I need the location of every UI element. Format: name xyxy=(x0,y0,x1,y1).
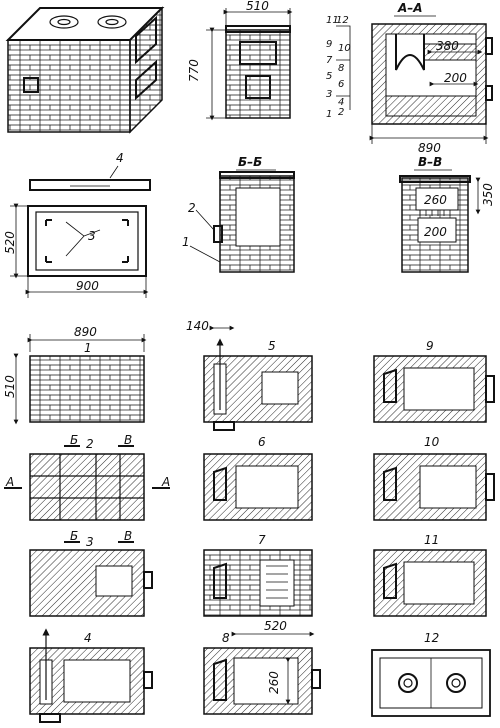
course-8-label: 8 xyxy=(222,631,230,645)
svg-text:3: 3 xyxy=(326,89,332,100)
svg-text:Б: Б xyxy=(70,529,78,543)
svg-text:4: 4 xyxy=(338,97,344,108)
course-12-label: 12 xyxy=(424,631,439,645)
callout-3: 3 xyxy=(88,229,96,243)
dim-380: 380 xyxy=(436,39,459,53)
svg-text:10: 10 xyxy=(338,43,351,54)
callout-4: 4 xyxy=(116,151,124,165)
svg-text:В: В xyxy=(124,433,132,447)
dim-520-r8: 520 xyxy=(264,619,287,633)
svg-text:9: 9 xyxy=(326,39,332,50)
dim-900: 900 xyxy=(76,279,99,293)
course-6: 6 xyxy=(203,435,313,521)
svg-text:6: 6 xyxy=(338,79,344,90)
dim-510-top: 510 xyxy=(246,0,269,13)
svg-text:А: А xyxy=(161,475,170,489)
course-6-label: 6 xyxy=(258,435,266,449)
section-bb-title: Б–Б xyxy=(238,155,262,169)
course-3-label: 3 xyxy=(86,535,94,549)
section-v-v: В–В 260 200 350 xyxy=(399,155,495,273)
dim-890-aa: 890 xyxy=(418,141,441,155)
dim-260-r8: 260 xyxy=(267,671,281,694)
svg-text:7: 7 xyxy=(326,55,333,66)
isometric-view xyxy=(5,6,165,134)
course-3: 3 Б В xyxy=(29,529,153,617)
dim-200-aa: 200 xyxy=(444,71,467,85)
svg-text:5: 5 xyxy=(326,71,332,82)
svg-text:В: В xyxy=(124,529,132,543)
dim-350: 350 xyxy=(481,183,495,206)
svg-text:2: 2 xyxy=(338,107,344,118)
course-5-label: 5 xyxy=(268,339,276,353)
course-11: 11 xyxy=(373,533,487,617)
course-4: 4 xyxy=(29,628,153,723)
top-plan: 4 3 520 900 xyxy=(3,151,151,298)
svg-text:11: 11 xyxy=(326,15,339,26)
callout-2: 2 xyxy=(188,201,196,215)
svg-text:12: 12 xyxy=(336,15,349,26)
dim-200-vv: 200 xyxy=(424,225,447,239)
section-b-b: Б–Б 2 1 xyxy=(182,155,295,273)
course-9-label: 9 xyxy=(426,339,434,353)
course-9: 9 xyxy=(373,339,495,423)
section-aa-title: А–А xyxy=(397,1,423,15)
dim-770: 770 xyxy=(187,59,201,82)
dim-260-vv: 260 xyxy=(424,193,447,207)
front-elevation: 510 770 xyxy=(187,0,293,121)
callout-1: 1 xyxy=(182,235,190,249)
course-1-label: 1 xyxy=(84,341,92,355)
dim-890-rows: 890 xyxy=(74,325,97,339)
row-scale: 11 12 9 10 7 8 5 6 3 4 1 2 xyxy=(326,15,351,120)
course-4-label: 4 xyxy=(84,631,92,645)
svg-text:А: А xyxy=(5,475,14,489)
dim-140: 140 xyxy=(186,319,209,333)
course-7: 7 xyxy=(203,533,313,617)
course-11-label: 11 xyxy=(424,533,439,547)
section-a-a: А–А 380 200 890 xyxy=(369,1,493,155)
course-10-label: 10 xyxy=(424,435,440,449)
course-5: 140 5 xyxy=(186,319,313,431)
course-10: 10 xyxy=(373,435,495,521)
course-8: 520 8 260 xyxy=(203,619,321,715)
course-2-label: 2 xyxy=(86,437,94,451)
svg-text:8: 8 xyxy=(338,63,344,74)
course-7-label: 7 xyxy=(258,533,266,547)
dim-520-plan: 520 xyxy=(3,231,17,254)
section-vv-title: В–В xyxy=(418,155,442,169)
course-12: 12 xyxy=(371,631,491,717)
svg-text:1: 1 xyxy=(326,109,332,120)
course-1: 890 1 510 xyxy=(3,325,147,425)
dim-510-rows: 510 xyxy=(3,375,17,398)
svg-text:Б: Б xyxy=(70,433,78,447)
course-2: 2 Б В А А xyxy=(4,433,170,521)
